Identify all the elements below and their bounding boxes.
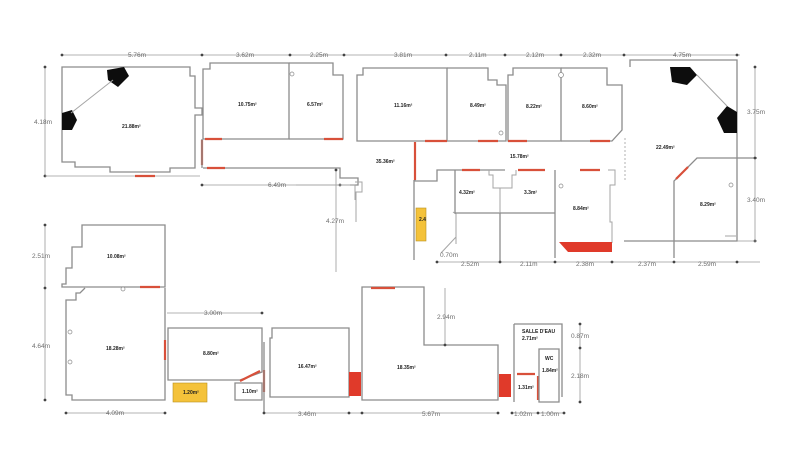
room-r2: 10.75m² [202, 62, 290, 141]
room-r20: 16.47m² [263, 327, 361, 413]
room-r12: 3.3m² [499, 170, 555, 262]
room-r13: 8.84m² [554, 169, 616, 258]
dim-bath-right-top: 0.87m [571, 333, 589, 340]
dim-mid-bottom-0: 2.52m [461, 261, 479, 268]
room-r22: 1.31m² [517, 372, 540, 400]
room-r19: 1.10m² [234, 370, 266, 401]
dim-top-1: 3.62m [236, 52, 254, 59]
pillar-icon [717, 106, 737, 133]
dim-top-7: 4.75m [673, 52, 691, 59]
room-area-r21: 18.35m² [397, 365, 416, 371]
dim-right-bottom: 3.40m [747, 197, 765, 204]
room-area-r11: 4.32m² [459, 190, 475, 196]
room-area-r2: 10.75m² [238, 102, 257, 108]
dim-bottom-center: 5.67m [422, 411, 440, 418]
dim-right-top: 3.75m [747, 109, 765, 116]
dim-mid-bottom-2: 2.38m [576, 261, 594, 268]
room-area-r19: 1.10m² [242, 389, 258, 395]
room-r1: 21.88m² [61, 66, 204, 178]
dim-vertical-center: 4.27m [326, 218, 344, 225]
pillar-icon [107, 67, 129, 87]
left-top-dimension: 4.18m [34, 65, 200, 178]
room-r5: 8.49m² [447, 67, 507, 143]
room-r18: 1.20m² [172, 382, 208, 403]
left-mid-dimension: 2.51m 4.64m [32, 223, 50, 402]
room-area-r9: 35.36m² [376, 159, 395, 165]
room-area-r6: 8.22m² [526, 104, 542, 110]
room-area-r1: 21.88m² [122, 124, 141, 130]
salle-deau-label: SALLE D'EAU [522, 329, 556, 335]
room-area-r5: 8.49m² [470, 103, 486, 109]
right-dimensions: 3.75m 3.40m [737, 65, 765, 243]
room-area-r4: 11.16m² [394, 103, 413, 109]
corridor: 6.49m [200, 139, 359, 189]
dim-top-0: 5.76m [128, 52, 146, 59]
room-r4: 11.16m² [356, 67, 448, 143]
room-area-r22: 1.31m² [518, 385, 534, 391]
pillar-icon [62, 110, 77, 130]
room-area-r3: 6.57m² [307, 102, 323, 108]
mid-bottom-dimensions: 2.52m 2.11m 2.38m 2.37m 2.59m [435, 260, 760, 268]
dim-bath-right-bottom: 2.18m [571, 373, 589, 380]
room-area-r17: 8.80m² [203, 351, 219, 357]
wc-label: WC [545, 356, 554, 362]
room-r3: 6.57m² [289, 62, 344, 141]
bottom-left-dimension: 4.09m [64, 410, 167, 417]
room-r8: 22.49m² [624, 59, 738, 242]
dim-small-mid: 0.70m [440, 252, 458, 259]
room-r7: 8.60m² [558, 67, 623, 143]
dim-left-top: 4.18m [34, 119, 52, 126]
pillar-icon [670, 67, 697, 85]
dim-center-vertical: 2.94m [437, 314, 455, 321]
room-area-r12: 3.3m² [524, 190, 537, 196]
dim-mid-bottom-3: 2.37m [638, 261, 656, 268]
room-r24: SALLE D'EAU 2.71m² [513, 323, 563, 402]
room-area-r23: 1.84m² [542, 368, 558, 374]
room-r9: 35.36m² [376, 142, 600, 260]
room-r25: 2.4 [415, 207, 427, 242]
room-area-r20: 16.47m² [298, 364, 317, 370]
room-r17: 3.00m 8.80m² [167, 310, 264, 381]
room-r11: 4.32m² [454, 170, 501, 214]
center-vertical-dimension: 4.27m [296, 168, 363, 272]
room-r14: 8.29m² [673, 157, 757, 258]
bottom-mid-dimensions: 3.46m 5.67m [262, 411, 500, 418]
bathroom-dimensions: 0.87m 2.18m 1.02m 1.00m [510, 322, 589, 418]
room-r21: 2.94m 18.35m² [361, 286, 511, 401]
dim-mid-bottom-4: 2.59m [698, 261, 716, 268]
room-area-r13: 8.84m² [573, 206, 589, 212]
room-r23: WC 1.84m² [538, 348, 560, 403]
dim-bottom-mid: 3.46m [298, 411, 316, 418]
dim-top-6: 2.32m [583, 52, 601, 59]
dim-bath-bottom-1: 1.00m [541, 411, 559, 418]
dim-left-bottom: 4.64m [32, 343, 50, 350]
top-dimension-line: 5.76m 3.62m 2.25m 3.81m 2.11m 2.12m 2.32… [60, 52, 740, 59]
room-area-r25: 2.4 [419, 217, 426, 223]
dim-bottom-left: 4.09m [106, 410, 124, 417]
room-area-r7: 8.60m² [582, 104, 598, 110]
dim-top-4: 2.11m [469, 52, 487, 59]
door-swing: 0.70m [440, 211, 458, 259]
room-r16: 18.28m² [65, 287, 167, 401]
dim-bath-bottom-0: 1.02m [514, 411, 532, 418]
dim-corridor: 6.49m [268, 182, 286, 189]
dim-mid-bottom-1: 2.11m [520, 261, 538, 268]
dim-left-mid: 2.51m [32, 253, 50, 260]
room-area-r24: 2.71m² [522, 336, 538, 342]
room-area-r18: 1.20m² [183, 390, 199, 396]
room-area-r8: 22.49m² [656, 145, 675, 151]
room-area-r14: 8.29m² [700, 202, 716, 208]
dim-top-2: 2.25m [310, 52, 328, 59]
room-area-r16: 18.28m² [106, 346, 125, 352]
room-r6: 8.22m² [507, 67, 562, 143]
dim-top-3: 3.81m [394, 52, 412, 59]
room-area-r15: 10.08m² [107, 254, 126, 260]
dim-top-5: 2.12m [526, 52, 544, 59]
room-r15: 10.08m² [61, 224, 166, 292]
dim-room17-width: 3.00m [204, 310, 222, 317]
room-area-r10: 15.78m² [510, 154, 529, 160]
